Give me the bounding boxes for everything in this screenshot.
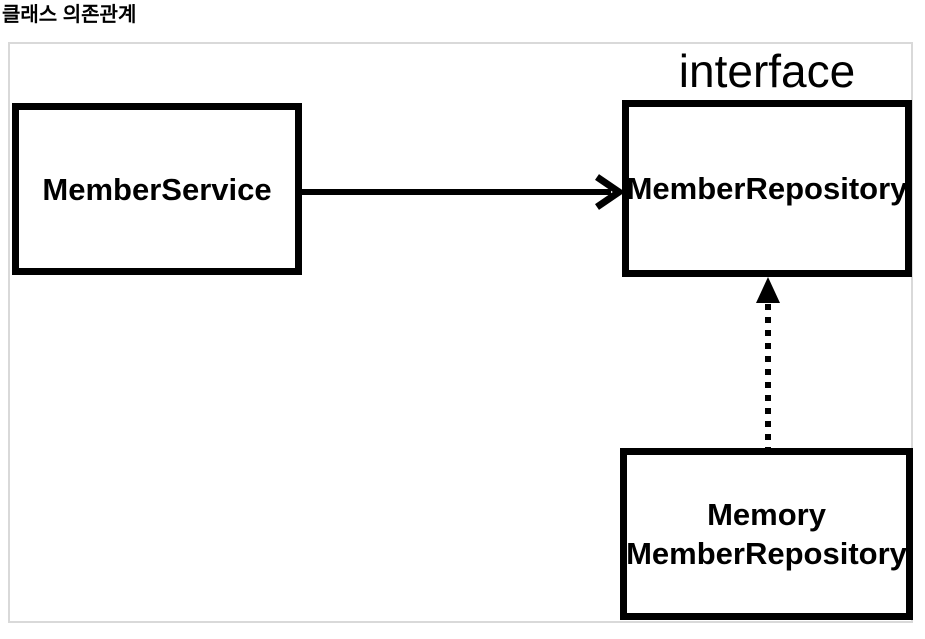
node-label: MemberRepository [626,171,908,206]
node-label: Memory MemberRepository [626,495,907,573]
node-member-service: MemberService [12,103,302,275]
interface-stereotype-label: interface [678,45,856,97]
node-label-line1: Memory [707,497,826,532]
node-memory-member-repository: Memory MemberRepository [620,448,913,620]
node-label-line2: MemberRepository [626,536,907,571]
diagram-canvas: interface MemberService MemberRepository… [8,42,913,623]
implements-arrow [756,277,780,448]
node-label: MemberService [42,171,272,207]
node-member-repository: MemberRepository [622,100,912,277]
dependency-arrow [302,174,626,210]
page-title: 클래스 의존관계 [2,4,137,26]
